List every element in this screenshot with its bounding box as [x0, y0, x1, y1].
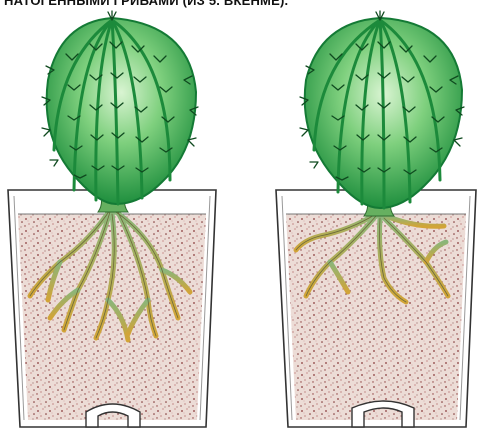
left-illustration	[8, 11, 216, 427]
right-illustration	[276, 11, 476, 427]
